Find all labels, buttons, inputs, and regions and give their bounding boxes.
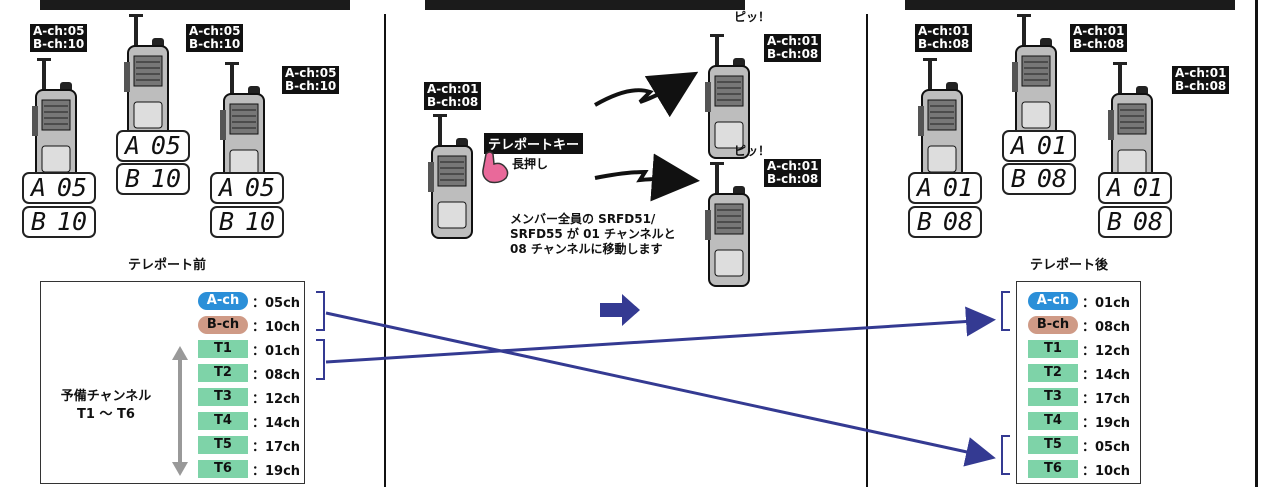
channel-tag: B-ch — [198, 316, 248, 334]
channel-row: T6：19ch — [198, 460, 301, 479]
channel-row: T4：19ch — [1028, 412, 1131, 431]
channel-row: T5：17ch — [198, 436, 301, 455]
channel-tag: A-ch — [1028, 292, 1078, 310]
divider-left — [384, 14, 386, 487]
channel-row: B-ch：08ch — [1028, 316, 1131, 335]
caption-before: テレポート前 — [128, 258, 207, 273]
channel-value: ：10ch — [252, 319, 301, 335]
hand-icon — [482, 151, 509, 184]
channel-tag: T4 — [198, 412, 248, 430]
beep-label: ピッ！ — [734, 144, 771, 158]
channel-value: ：14ch — [252, 415, 301, 431]
channel-value: ：01ch — [252, 343, 301, 359]
channel-value: ：19ch — [1082, 415, 1131, 431]
channel-row: A-ch：01ch — [1028, 292, 1131, 311]
channel-tag: T3 — [1028, 388, 1078, 406]
channel-value: ：05ch — [1082, 439, 1131, 455]
channel-value: ：17ch — [1082, 391, 1131, 407]
beep-label: ピッ！ — [734, 10, 771, 24]
channel-value: ：01ch — [1082, 295, 1131, 311]
channel-value: ：14ch — [1082, 367, 1131, 383]
channel-tag: T4 — [1028, 412, 1078, 430]
channel-value: ：12ch — [1082, 343, 1131, 359]
channel-row: T1：12ch — [1028, 340, 1131, 359]
channel-row: T5：05ch — [1028, 436, 1131, 455]
right-border — [1255, 0, 1258, 487]
channel-tag: T2 — [1028, 364, 1078, 382]
channel-row: A-ch：05ch — [198, 292, 301, 311]
channel-row: B-ch：10ch — [198, 316, 301, 335]
channel-tag: T3 — [198, 388, 248, 406]
channel-tag: T1 — [1028, 340, 1078, 358]
channel-table-before — [40, 281, 305, 484]
top-bar-left — [40, 0, 350, 10]
channel-value: ：08ch — [252, 367, 301, 383]
channel-tag: A-ch — [198, 292, 248, 310]
top-bar-right — [905, 0, 1235, 10]
channel-value: ：10ch — [1082, 463, 1131, 479]
divider-right — [866, 14, 868, 487]
teleport-key-label: テレポートキー — [484, 133, 584, 154]
channel-row: T1：01ch — [198, 340, 301, 359]
channel-value: ：12ch — [252, 391, 301, 407]
channel-tag: B-ch — [1028, 316, 1078, 334]
channel-tag: T1 — [198, 340, 248, 358]
channel-value: ：17ch — [252, 439, 301, 455]
top-bar-middle — [425, 0, 745, 10]
channel-tag: T2 — [198, 364, 248, 382]
channel-tag: T5 — [1028, 436, 1078, 454]
channel-row: T4：14ch — [198, 412, 301, 431]
channel-value: ：08ch — [1082, 319, 1131, 335]
long-press-label: 長押し — [512, 157, 549, 171]
channel-row: T2：14ch — [1028, 364, 1131, 383]
channel-tag: T5 — [198, 436, 248, 454]
channel-row: T3：12ch — [198, 388, 301, 407]
caption-after: テレポート後 — [1030, 258, 1109, 273]
channel-value: ：19ch — [252, 463, 301, 479]
channel-tag: T6 — [1028, 460, 1078, 478]
channel-row: T6：10ch — [1028, 460, 1131, 479]
channel-row: T2：08ch — [198, 364, 301, 383]
channel-value: ：05ch — [252, 295, 301, 311]
channel-row: T3：17ch — [1028, 388, 1131, 407]
channel-tag: T6 — [198, 460, 248, 478]
